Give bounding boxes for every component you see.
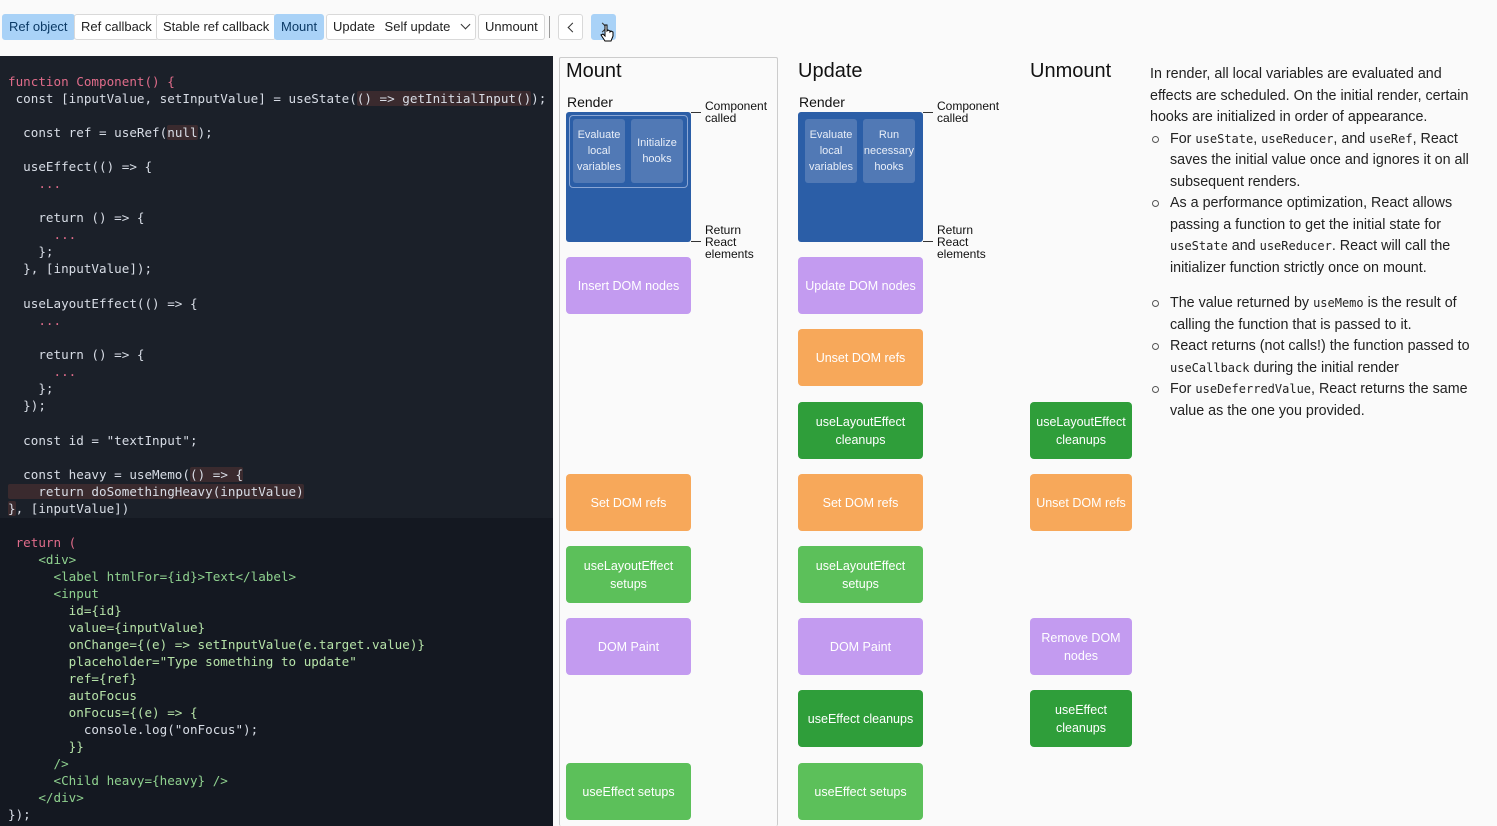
update-dom-node: Update DOM nodes	[798, 257, 923, 314]
code-line: }, [inputValue])	[8, 501, 130, 516]
mount-render-label: Render	[567, 94, 613, 110]
code-line: autoFocus	[8, 688, 137, 703]
update-mode-select[interactable]: Self update	[384, 15, 471, 39]
notes-bullet: The value returned by useMemo is the res…	[1150, 293, 1486, 336]
update-return-elements: Return React elements	[937, 223, 986, 261]
unmount-unset-refs-node: Unset DOM refs	[1030, 474, 1132, 531]
update-run-hooks-box: Run necessary hooks	[863, 119, 915, 183]
code-highlight-region	[0, 56, 553, 518]
callout-line	[691, 241, 701, 242]
update-title: Update	[798, 60, 863, 82]
code-line: return () => {	[8, 210, 145, 225]
mount-set-refs-node: Set DOM refs	[566, 474, 691, 531]
stable-ref-callback-button[interactable]: Stable ref callback	[156, 14, 277, 40]
code-line: });	[8, 807, 31, 822]
code-line: ...	[8, 176, 62, 191]
code-line: }}	[8, 739, 84, 754]
code-line: };	[8, 244, 54, 259]
code-line: <div>	[8, 552, 77, 567]
unmount-layout-cleanups-node: useLayoutEffect cleanups	[1030, 402, 1132, 459]
mount-render-inner	[569, 115, 688, 188]
pointer-cursor-icon	[600, 24, 614, 42]
unmount-title: Unmount	[1030, 60, 1112, 82]
toolbar-divider	[549, 16, 550, 38]
callout-line	[923, 112, 933, 113]
code-line: useLayoutEffect(() => {	[8, 296, 198, 311]
mount-title: Mount	[566, 60, 622, 82]
code-line: return () => {	[8, 347, 145, 362]
code-line: placeholder="Type something to update"	[8, 654, 357, 669]
code-line: ...	[8, 364, 77, 379]
mount-paint-node: DOM Paint	[566, 618, 691, 675]
chevron-down-icon	[460, 19, 471, 30]
chevron-left-icon	[567, 22, 577, 33]
callout-line	[923, 241, 933, 242]
update-set-refs-node: Set DOM refs	[798, 474, 923, 531]
unmount-button[interactable]: Unmount	[478, 14, 545, 40]
code-line: const [inputValue, setInputValue] = useS…	[8, 91, 547, 106]
callout-line	[691, 112, 701, 113]
update-evaluate-box: Evaluate local variables	[805, 119, 857, 183]
unmount-effect-cleanups-node: useEffect cleanups	[1030, 690, 1132, 747]
code-line: console.log("onFocus");	[8, 722, 259, 737]
code-line: <label htmlFor={id}>Text</label>	[8, 569, 297, 584]
explanation-notes: In render, all local variables are evalu…	[1150, 64, 1486, 422]
code-line: const id = "textInput";	[8, 433, 198, 448]
update-mode-value: Self update	[384, 19, 451, 34]
code-line: useEffect(() => {	[8, 159, 153, 174]
mount-button[interactable]: Mount	[274, 14, 325, 40]
ref-object-button[interactable]: Ref object	[2, 14, 75, 40]
code-line: />	[8, 756, 69, 771]
toolbar: Ref object Ref callback Stable ref callb…	[0, 0, 1497, 56]
update-group: Update Self update	[326, 14, 476, 40]
notes-bullet: For useState, useReducer, and useRef, Re…	[1150, 129, 1486, 194]
code-line: return doSomethingHeavy(inputValue)	[8, 484, 304, 499]
code-line: const ref = useRef(null);	[8, 125, 213, 140]
code-line: <input	[8, 586, 99, 601]
code-line: });	[8, 398, 46, 413]
update-button[interactable]: Update	[333, 19, 375, 34]
mount-evaluate-box: Evaluate local variables	[573, 119, 625, 183]
mount-effect-setups-node: useEffect setups	[566, 763, 691, 820]
update-effect-cleanups-node: useEffect cleanups	[798, 690, 923, 747]
code-line: id={id}	[8, 603, 122, 618]
mount-component-called: Component called	[705, 99, 768, 125]
code-line: </div>	[8, 790, 84, 805]
code-line: value={inputValue}	[8, 620, 206, 635]
code-line: function Component() {	[8, 74, 175, 89]
mount-column-frame	[559, 57, 778, 826]
code-line: const heavy = useMemo(() => {	[8, 467, 244, 482]
update-render-label: Render	[799, 94, 845, 110]
notes-bullet: For useDeferredValue, React returns the …	[1150, 379, 1486, 422]
code-line: return (	[8, 535, 77, 550]
update-effect-setups-node: useEffect setups	[798, 763, 923, 820]
code-panel: function Component() { const [inputValue…	[0, 56, 553, 826]
code-line: ref={ref}	[8, 671, 137, 686]
code-line: ...	[8, 313, 62, 328]
mount-insert-dom-node: Insert DOM nodes	[566, 257, 691, 314]
code-line: onFocus={(e) => {	[8, 705, 198, 720]
code-line: }, [inputValue]);	[8, 261, 153, 276]
mount-initialize-box: Initialize hooks	[631, 119, 683, 183]
code-line: onChange={(e) => setInputValue(e.target.…	[8, 637, 426, 652]
code-line: };	[8, 381, 54, 396]
unmount-remove-dom-node: Remove DOM nodes	[1030, 618, 1132, 675]
mount-return-elements: Return React elements	[705, 223, 754, 261]
code-line: ...	[8, 227, 77, 242]
notes-bullet: As a performance optimization, React all…	[1150, 193, 1486, 279]
notes-bullet: React returns (not calls!) the function …	[1150, 336, 1486, 379]
mount-layout-setups-node: useLayoutEffect setups	[566, 546, 691, 603]
update-paint-node: DOM Paint	[798, 618, 923, 675]
update-component-called: Component called	[937, 99, 1000, 125]
prev-step-button[interactable]	[558, 14, 583, 40]
notes-intro: In render, all local variables are evalu…	[1150, 66, 1469, 125]
code-line: <Child heavy={heavy} />	[8, 773, 228, 788]
update-layout-setups-node: useLayoutEffect setups	[798, 546, 923, 603]
update-layout-cleanups-node: useLayoutEffect cleanups	[798, 402, 923, 459]
update-unset-refs-node: Unset DOM refs	[798, 329, 923, 386]
ref-callback-button[interactable]: Ref callback	[74, 14, 159, 40]
